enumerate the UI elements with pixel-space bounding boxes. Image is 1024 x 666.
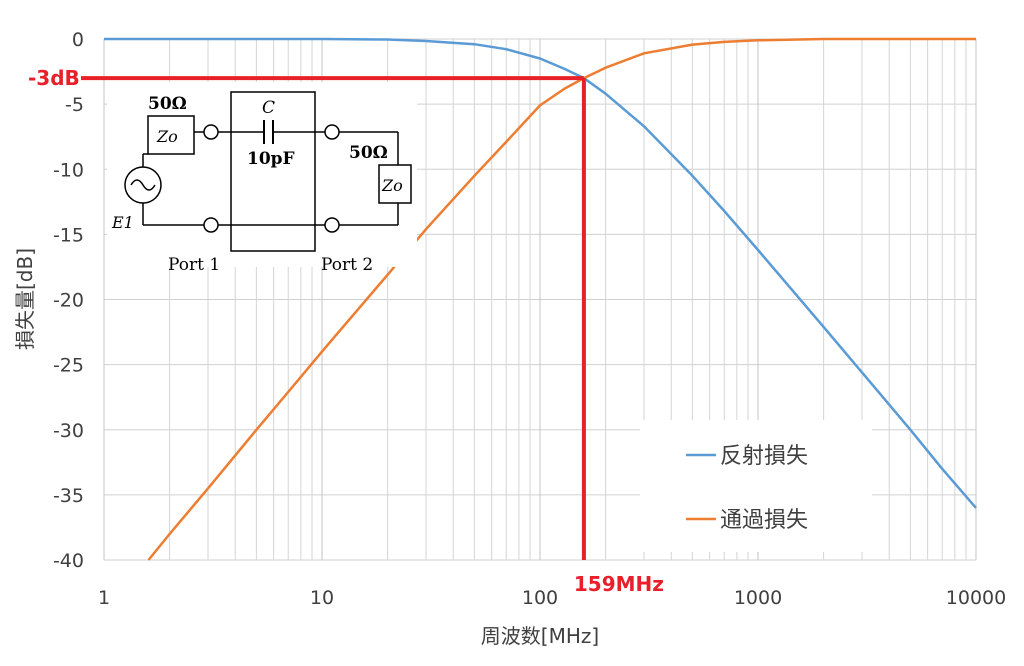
circuit-background (107, 82, 417, 267)
y-tick-label-4: -20 (53, 290, 84, 312)
x-axis-title: 周波数[MHz] (481, 624, 599, 648)
x-tick-label-1: 10 (310, 587, 334, 609)
source-impedance-label: 50Ω (148, 94, 187, 114)
y-axis-title: 損失量[dB] (13, 248, 37, 350)
y-tick-label-8: -40 (53, 550, 84, 572)
y-tick-label-7: -35 (53, 485, 84, 507)
load-z-label: Zo (381, 176, 403, 195)
source-z-label: Zo (156, 127, 178, 146)
sine-wave-icon (130, 179, 156, 191)
tick-layer: 0 -5 -10 -15 -20 -25 -30 -35 -40 1 10 100 1000 10000 (53, 29, 1006, 609)
capacitor-value-label: 10pF (247, 149, 295, 169)
port2-bottom-terminal (324, 217, 340, 233)
y-tick-label-0: 0 (72, 29, 84, 51)
marker-layer: -3dB 159MHz (28, 66, 664, 596)
legend: 反射損失 通過損失 (640, 420, 872, 552)
series-line-0 (104, 37, 977, 509)
series-layer (104, 37, 977, 561)
legend-label-transmission: 通過損失 (720, 508, 808, 533)
y-tick-label-2: -10 (53, 159, 84, 181)
freq-marker-label: 159MHz (574, 572, 664, 596)
legend-label-reflection: 反射損失 (720, 444, 808, 469)
db-marker-label: -3dB (28, 66, 80, 90)
y-tick-label-1: -5 (65, 94, 84, 116)
source-impedance-box (147, 115, 195, 155)
y-tick-label-6: -30 (53, 420, 84, 442)
series-line-1 (147, 37, 976, 561)
legend-box (640, 420, 872, 552)
load-impedance-label: 50Ω (349, 143, 388, 163)
y-tick-label-3: -15 (53, 224, 84, 246)
load-impedance-box (378, 164, 412, 204)
x-tick-label-4: 10000 (946, 587, 1006, 609)
y-tick-label-5: -25 (53, 355, 84, 377)
circuit-diagram: 50Ω Zo E1 C 10pF 50Ω (107, 82, 417, 275)
dut-box (230, 91, 316, 252)
x-tick-label-3: 1000 (734, 587, 782, 609)
port2-label: Port 2 (321, 255, 373, 275)
port2-top-terminal (324, 124, 340, 140)
port1-top-terminal (203, 124, 219, 140)
port1-bottom-terminal (203, 217, 219, 233)
port1-label: Port 1 (168, 255, 220, 275)
capacitor-name-label: C (262, 98, 275, 118)
source-name-label: E1 (111, 213, 134, 232)
x-tick-label-0: 1 (98, 587, 110, 609)
x-tick-label-2: 100 (522, 587, 558, 609)
